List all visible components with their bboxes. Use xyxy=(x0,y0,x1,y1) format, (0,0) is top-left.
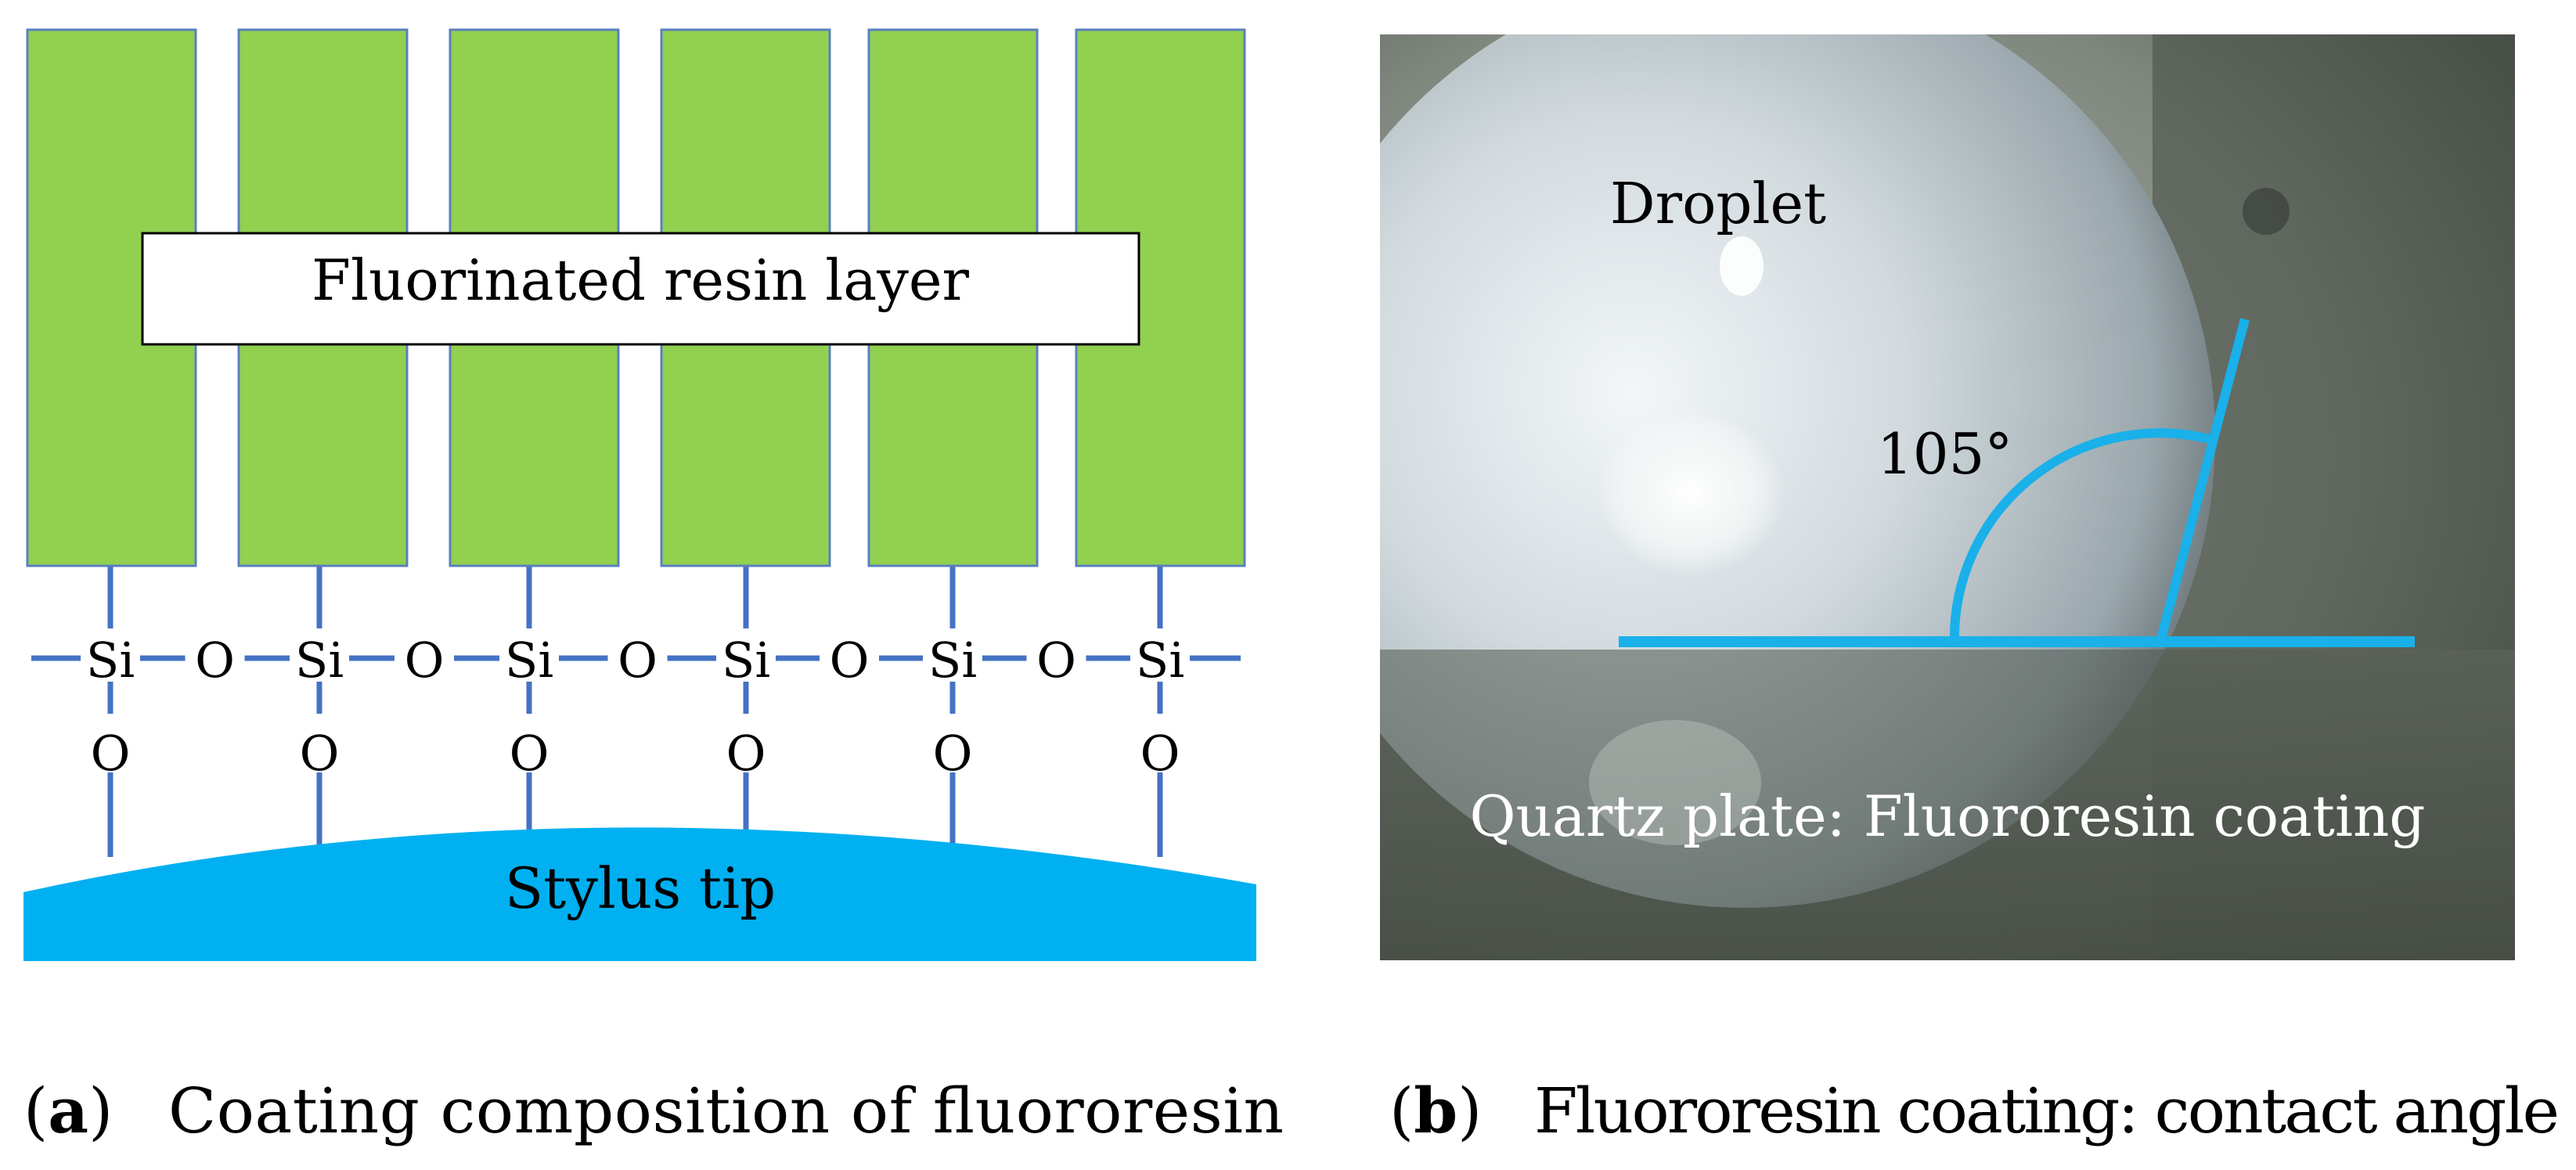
panel-b-photo: Droplet 105° Quartz plate: Fluororesin c… xyxy=(1380,34,2560,1147)
angle-arc xyxy=(1949,428,2214,643)
angle-label: 105° xyxy=(1877,421,2012,487)
siloxane-chain: Si O Si O Si O Si O Si O Si xyxy=(86,632,1184,689)
oxygen-atom: O xyxy=(300,725,340,782)
oxygen-atom: O xyxy=(933,725,973,782)
oxygen-atom: O xyxy=(1140,725,1180,782)
oxygen-atom: O xyxy=(1036,632,1076,689)
stylus-tip-shape xyxy=(23,827,1256,961)
caption-b-text: Fluororesin coating: contact angle xyxy=(1534,1075,2560,1147)
oxygen-atom: O xyxy=(618,632,658,689)
plate-label: Quartz plate: Fluororesin coating xyxy=(1470,783,2426,849)
silicon-atom: Si xyxy=(928,632,977,689)
silicon-atom: Si xyxy=(86,632,135,689)
caption-b: (b) xyxy=(1389,1074,1482,1147)
tangent-line xyxy=(2156,318,2250,643)
silicon-atom: Si xyxy=(722,632,770,689)
caption-a: (a) xyxy=(23,1074,113,1147)
oxygen-atom: O xyxy=(510,725,549,782)
silicon-atom: Si xyxy=(505,632,553,689)
stylus-tip-label: Stylus tip xyxy=(505,855,776,921)
oxygen-atom: O xyxy=(830,632,870,689)
resin-layer-label: Fluorinated resin layer xyxy=(312,247,969,313)
silicon-atom: Si xyxy=(1136,632,1184,689)
caption-b-letter: b xyxy=(1414,1074,1457,1147)
oxygen-atom: O xyxy=(91,725,131,782)
caption-a-text: Coating composition of fluororesin xyxy=(168,1075,1284,1147)
resin-layer-box xyxy=(141,232,1140,346)
bond-lines xyxy=(107,566,1163,857)
droplet-label: Droplet xyxy=(1610,171,1826,236)
oxygen-atom: O xyxy=(726,725,766,782)
oxygen-atom: O xyxy=(405,632,445,689)
silicon-atom: Si xyxy=(295,632,344,689)
oxygen-atom: O xyxy=(195,632,235,689)
caption-a-letter: a xyxy=(48,1074,88,1147)
